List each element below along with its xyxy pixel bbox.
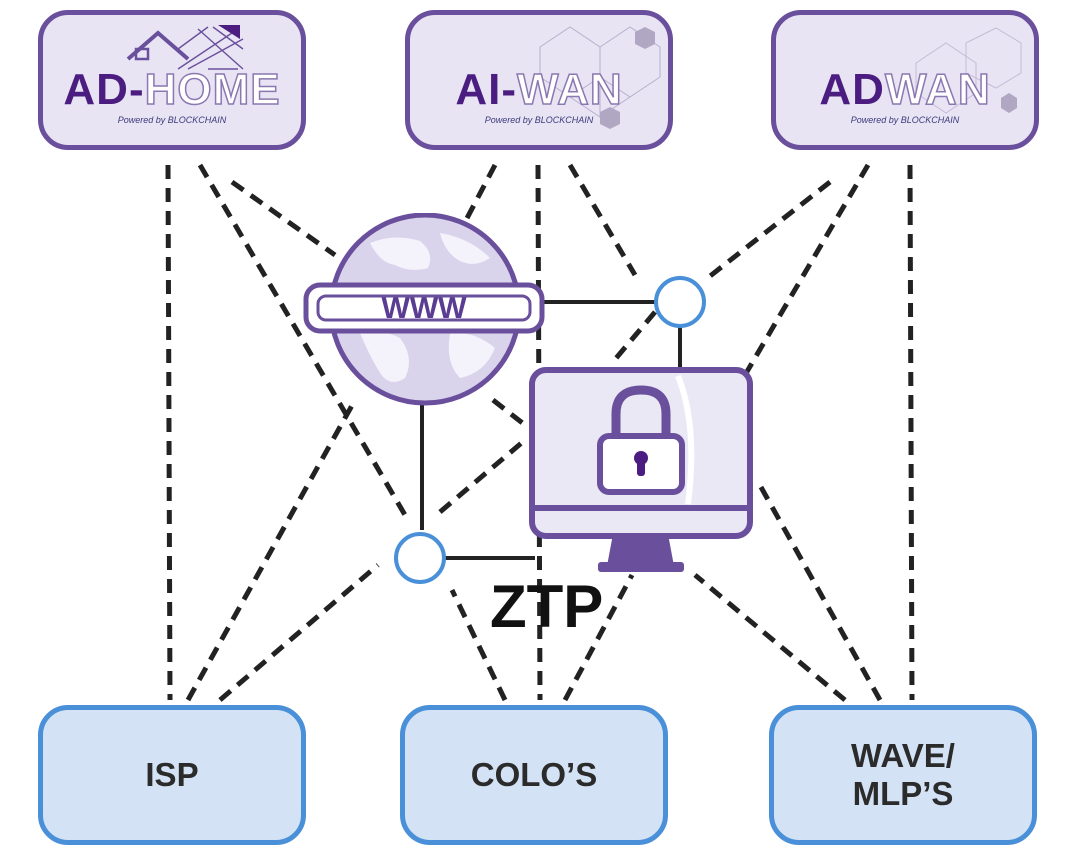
link-node-monitor (438, 438, 527, 514)
ad-home-tagline: Powered by BLOCKCHAIN (117, 115, 227, 125)
link-aiwan-globe (462, 163, 498, 224)
node-isp: ISP (38, 705, 306, 845)
geometric-pattern-icon (539, 26, 661, 129)
geometric-pattern-icon (915, 27, 1022, 114)
wordmark-part-1: AD- (63, 65, 145, 114)
ai-wan-logo: AI-WAN Powered by BLOCKCHAIN (410, 15, 668, 145)
globe-label: WWW (382, 292, 468, 325)
node-adwan: ADWAN Powered by BLOCKCHAIN (771, 10, 1039, 150)
colos-label: COLO’S (470, 756, 598, 794)
link-adwan-node (703, 180, 832, 282)
wordmark-part-2: HOME (144, 64, 281, 115)
node-wave-mlps: WAVE/ MLP’S (769, 705, 1037, 845)
adwan-tagline: Powered by BLOCKCHAIN (850, 115, 960, 125)
node-ad-home: AD-HOME Powered by BLOCKCHAIN (38, 10, 306, 150)
link-wave-monitor-side (754, 478, 883, 702)
link-colos-node (449, 588, 508, 702)
house-icon (126, 25, 244, 70)
link-adwan-wave (907, 164, 915, 701)
link-colos-monitor (562, 573, 635, 702)
wordmark-part-1: AI- (455, 65, 517, 114)
link-aiwan-node (567, 163, 638, 277)
ai-wan-tagline: Powered by BLOCKCHAIN (484, 115, 594, 125)
wordmark-part-2: WAN (516, 64, 623, 115)
isp-label: ISP (145, 756, 199, 794)
wordmark-part-2: WAN (884, 64, 991, 115)
node-colos: COLO’S (400, 705, 668, 845)
link-adhome-isp (165, 164, 173, 701)
adwan-wordmark: ADWAN (776, 64, 1034, 115)
ztp-label: ZTP (490, 573, 604, 640)
connector-node-left (394, 532, 446, 584)
lock-monitor-icon (529, 367, 753, 572)
ad-home-logo: AD-HOME Powered by BLOCKCHAIN (43, 15, 301, 145)
ai-wan-wordmark: AI-WAN (410, 64, 668, 115)
adwan-logo: ADWAN Powered by BLOCKCHAIN (776, 15, 1034, 145)
connector-node-right (654, 276, 706, 328)
link-isp-node (218, 563, 380, 702)
globe-icon: WWW (303, 213, 545, 406)
ad-home-wordmark: AD-HOME (43, 64, 301, 115)
node-ai-wan: AI-WAN Powered by BLOCKCHAIN (405, 10, 673, 150)
link-adhome-globe (230, 179, 337, 258)
link-globe-monitor (491, 398, 527, 427)
wordmark-part-1: AD (819, 65, 885, 114)
link-node-monitor-upper (610, 310, 657, 365)
link-adwan-monitor (742, 163, 871, 377)
link-isp-globe (185, 398, 358, 702)
link-wave-monitor-base (693, 573, 847, 702)
wave-mlps-label: WAVE/ MLP’S (851, 737, 955, 812)
link-aiwan-colos (535, 164, 543, 701)
